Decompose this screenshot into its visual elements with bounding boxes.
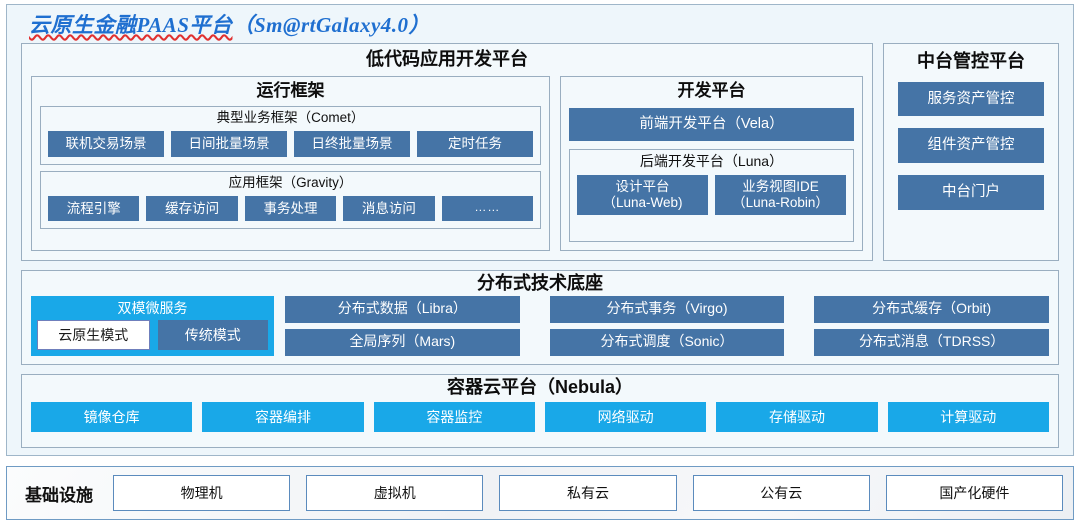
infrastructure-item-private-cloud[interactable]: 私有云 xyxy=(499,475,677,511)
container-cloud-heading: 容器云平台（Nebula） xyxy=(446,376,633,397)
top-row: 低代码应用开发平台 运行框架 典型业务框架（Comet） 联机交易场景 日间批量… xyxy=(21,43,1059,261)
comet-item[interactable]: 定时任务 xyxy=(417,131,533,157)
page-title-cn: 云原生金融PAAS平台 xyxy=(29,13,233,37)
dual-mode-row: 云原生模式 传统模式 xyxy=(37,319,268,350)
comet-item[interactable]: 联机交易场景 xyxy=(48,131,164,157)
infrastructure-item-domestic-hardware[interactable]: 国产化硬件 xyxy=(885,475,1064,511)
main-platform-frame: 云原生金融PAAS平台（Sm@rtGalaxy4.0） 低代码应用开发平台 运行… xyxy=(6,4,1074,456)
frontend-platform-chip[interactable]: 前端开发平台（Vela） xyxy=(569,108,854,142)
development-platform-heading: 开发平台 xyxy=(677,80,746,100)
middle-platform-panel: 中台管控平台 服务资产管控 组件资产管控 中台门户 xyxy=(883,43,1059,261)
gravity-item[interactable]: 事务处理 xyxy=(244,195,337,222)
tech-base-item-libra[interactable]: 分布式数据（Libra） xyxy=(285,295,520,323)
comet-block: 典型业务框架（Comet） 联机交易场景 日间批量场景 日终批量场景 定时任务 xyxy=(40,106,541,165)
tech-base-item-orbit[interactable]: 分布式缓存（Orbit) xyxy=(814,295,1049,323)
dual-mode-title: 双模微服务 xyxy=(117,299,188,316)
tech-base-item-sonic[interactable]: 分布式调度（Sonic） xyxy=(549,328,785,356)
tech-base-item-virgo[interactable]: 分布式事务（Virgo) xyxy=(549,295,785,323)
tech-base-columns: 双模微服务 云原生模式 传统模式 分布式数据（Libra） 分布式事务（Virg… xyxy=(31,295,1049,356)
infrastructure-item-virtual-machine[interactable]: 虚拟机 xyxy=(306,475,484,511)
lowcode-platform-heading: 低代码应用开发平台 xyxy=(366,49,528,69)
midplatform-item-portal[interactable]: 中台门户 xyxy=(898,175,1044,210)
backend-chip-row: 设计平台 （Luna-Web) 业务视图IDE （Luna-Robin） xyxy=(577,174,846,215)
container-item-orchestration[interactable]: 容器编排 xyxy=(202,401,364,432)
runtime-framework-heading: 运行框架 xyxy=(256,80,325,100)
dual-mode-cloud-native[interactable]: 云原生模式 xyxy=(37,319,150,350)
lowcode-platform-panel: 低代码应用开发平台 运行框架 典型业务框架（Comet） 联机交易场景 日间批量… xyxy=(21,43,873,261)
infrastructure-label: 基础设施 xyxy=(25,485,93,505)
backend-platform-block: 后端开发平台（Luna） 设计平台 （Luna-Web) 业务视图IDE （Lu… xyxy=(569,149,854,242)
infrastructure-bar: 基础设施 物理机 虚拟机 私有云 公有云 国产化硬件 xyxy=(6,466,1074,520)
tech-base-panel: 分布式技术底座 双模微服务 云原生模式 传统模式 分布式数据（Libra） 分布… xyxy=(21,270,1059,365)
midplatform-item-service-asset[interactable]: 服务资产管控 xyxy=(898,81,1044,117)
gravity-block: 应用框架（Gravity） 流程引擎 缓存访问 事务处理 消息访问 …… xyxy=(40,170,541,230)
development-platform-panel: 开发平台 前端开发平台（Vela） 后端开发平台（Luna） 设计平台 （Lun… xyxy=(560,75,863,251)
infrastructure-item-public-cloud[interactable]: 公有云 xyxy=(692,475,870,511)
gravity-heading: 应用框架（Gravity） xyxy=(228,174,353,190)
gravity-item[interactable]: 消息访问 xyxy=(343,195,435,222)
comet-chip-row: 联机交易场景 日间批量场景 日终批量场景 定时任务 xyxy=(48,131,533,157)
infrastructure-item-physical-machine[interactable]: 物理机 xyxy=(113,475,291,511)
midplatform-item-component-asset[interactable]: 组件资产管控 xyxy=(898,128,1044,164)
runtime-framework-panel: 运行框架 典型业务框架（Comet） 联机交易场景 日间批量场景 日终批量场景 … xyxy=(31,75,550,251)
tech-base-item-mars[interactable]: 全局序列（Mars) xyxy=(285,328,520,356)
dual-mode-microservice-block: 双模微服务 云原生模式 传统模式 xyxy=(31,295,274,356)
title-bar: 云原生金融PAAS平台（Sm@rtGalaxy4.0） xyxy=(7,5,1073,43)
tech-base-item-tdrss[interactable]: 分布式消息（TDRSS） xyxy=(814,328,1049,356)
dual-mode-traditional[interactable]: 传统模式 xyxy=(157,319,268,350)
page-title-en: （Sm@rtGalaxy4.0） xyxy=(232,13,431,37)
container-cloud-panel: 容器云平台（Nebula） 镜像仓库 容器编排 容器监控 网络驱动 存储驱动 计… xyxy=(21,373,1059,448)
container-item-network-driver[interactable]: 网络驱动 xyxy=(544,401,707,432)
container-cloud-row: 镜像仓库 容器编排 容器监控 网络驱动 存储驱动 计算驱动 xyxy=(31,401,1049,432)
comet-heading: 典型业务框架（Comet） xyxy=(216,110,365,126)
gravity-item[interactable]: 流程引擎 xyxy=(48,195,140,222)
backend-item-business-view-ide[interactable]: 业务视图IDE （Luna-Robin） xyxy=(715,174,846,215)
gravity-item[interactable]: 缓存访问 xyxy=(146,195,238,222)
middle-platform-heading: 中台管控平台 xyxy=(917,51,1025,71)
tech-base-heading: 分布式技术底座 xyxy=(477,273,603,293)
backend-item-design-platform[interactable]: 设计平台 （Luna-Web) xyxy=(577,174,708,215)
lowcode-columns: 运行框架 典型业务框架（Comet） 联机交易场景 日间批量场景 日终批量场景 … xyxy=(31,75,863,251)
container-item-compute-driver[interactable]: 计算驱动 xyxy=(887,401,1049,432)
backend-platform-heading: 后端开发平台（Luna） xyxy=(639,153,784,170)
comet-item[interactable]: 日终批量场景 xyxy=(294,131,410,157)
container-item-storage-driver[interactable]: 存储驱动 xyxy=(716,401,878,432)
gravity-item-more[interactable]: …… xyxy=(441,195,534,222)
tech-base-grid: 分布式数据（Libra） 分布式事务（Virgo) 分布式缓存（Orbit) 全… xyxy=(285,295,1049,356)
gravity-chip-row: 流程引擎 缓存访问 事务处理 消息访问 …… xyxy=(48,195,534,222)
container-item-monitoring[interactable]: 容器监控 xyxy=(373,401,535,432)
body-area: 低代码应用开发平台 运行框架 典型业务框架（Comet） 联机交易场景 日间批量… xyxy=(7,43,1073,458)
page-title: 云原生金融PAAS平台（Sm@rtGalaxy4.0） xyxy=(29,9,430,39)
container-item-image-repo[interactable]: 镜像仓库 xyxy=(31,401,193,432)
comet-item[interactable]: 日间批量场景 xyxy=(171,131,287,157)
